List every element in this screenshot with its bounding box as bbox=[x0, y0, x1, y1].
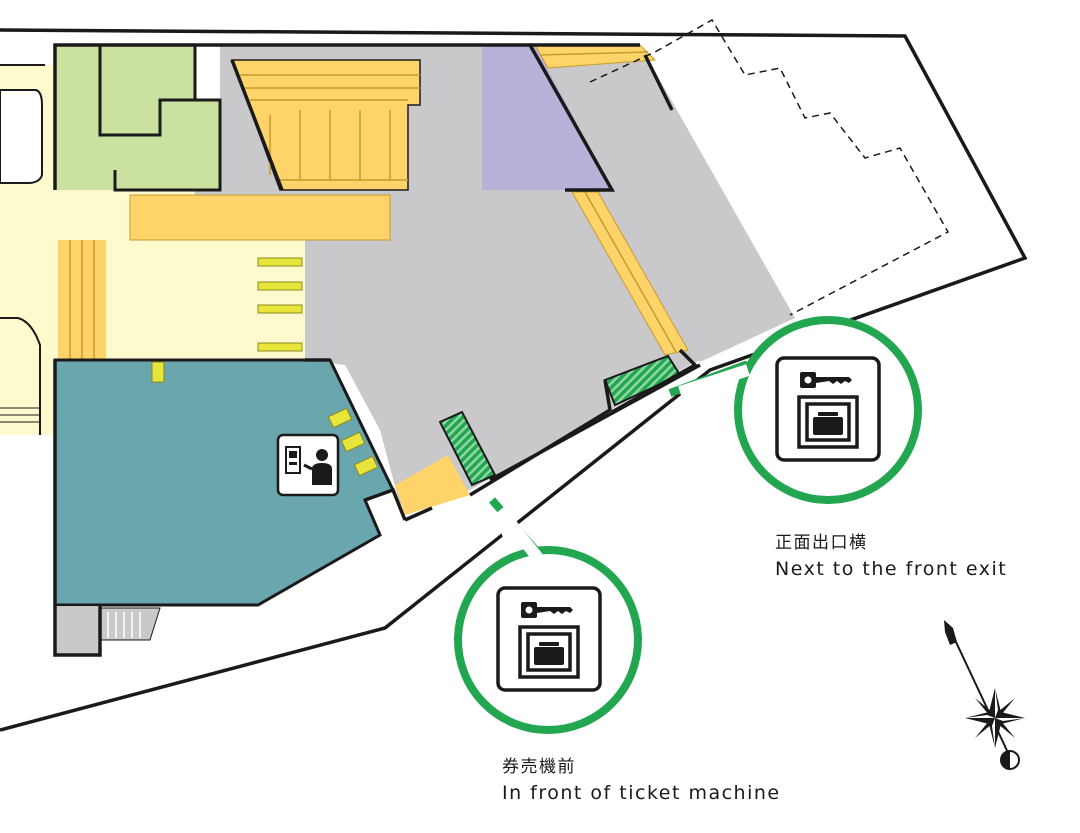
dashed-boundary bbox=[589, 18, 950, 316]
ticket-office-icon bbox=[276, 433, 340, 497]
station-office bbox=[53, 358, 396, 607]
shop-area bbox=[482, 45, 612, 190]
locker-callout-ticket-machine[interactable] bbox=[454, 497, 642, 734]
label-front-exit-jp: 正面出口横 bbox=[775, 533, 868, 553]
bottom-left-room bbox=[54, 604, 161, 656]
ticket-gate-left bbox=[438, 410, 497, 487]
label-ticket-machine-en: In front of ticket machine bbox=[502, 782, 781, 804]
toilet-block bbox=[53, 43, 222, 192]
stairs-left bbox=[58, 240, 106, 360]
coin-locker-icon bbox=[775, 356, 881, 462]
gate-area bbox=[395, 455, 470, 515]
tactile-paving bbox=[151, 257, 379, 477]
label-ticket-machine-jp: 券売機前 bbox=[502, 757, 576, 777]
compass-rose-icon bbox=[944, 620, 1025, 770]
stairs-diagonal bbox=[571, 191, 689, 356]
locker-callout-front-exit[interactable] bbox=[668, 316, 922, 504]
stairs-upper bbox=[230, 59, 421, 191]
coin-locker-icon bbox=[496, 586, 602, 692]
label-front-exit-en: Next to the front exit bbox=[775, 558, 1008, 580]
building-walls bbox=[0, 28, 1028, 732]
stair-band bbox=[129, 194, 391, 241]
